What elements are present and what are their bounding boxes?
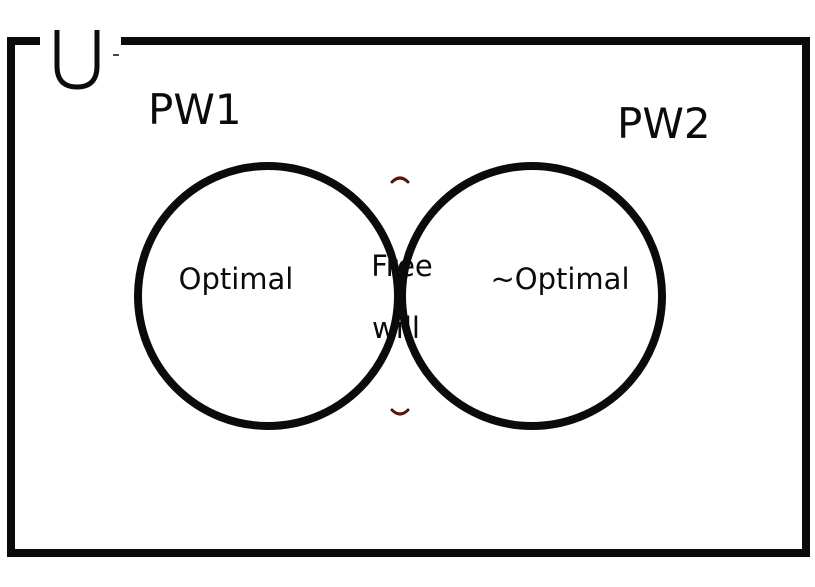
universe-symbol-icon [54,30,119,90]
universe-frame [7,37,810,557]
set-circle-pw2 [398,162,666,430]
region-label-optimal: Optimal [179,262,294,296]
intersection-label-line1: Free [371,249,433,283]
set-label-pw1: PW1 [148,85,242,134]
intersection-label-line2: will [372,311,420,345]
region-label-not-optimal: ~Optimal [490,262,629,296]
set-circle-pw1 [134,162,402,430]
set-label-pw2: PW2 [617,99,711,148]
upper-crossing-accent [390,176,410,184]
lower-crossing-accent [390,408,410,416]
